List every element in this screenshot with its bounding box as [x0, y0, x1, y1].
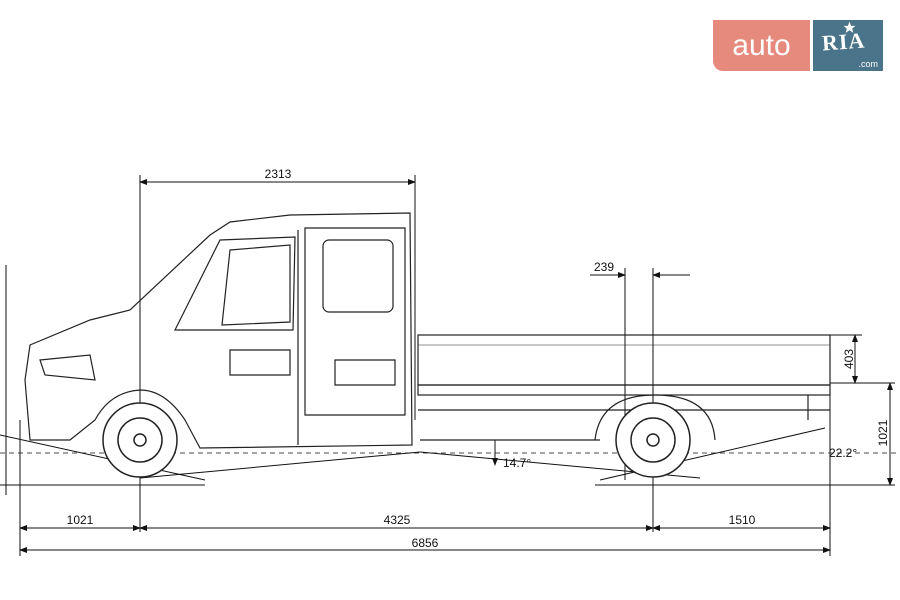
dim-side-height: 403 — [842, 349, 856, 369]
departure-angle: 22.2° — [829, 446, 857, 460]
logo-ria: RIA .com — [813, 20, 883, 71]
ramp-angle: 14.7° — [503, 456, 531, 470]
dim-total-length: 6856 — [412, 536, 439, 550]
truck-outline — [24, 212, 831, 449]
dim-front-overhang: 1021 — [67, 513, 94, 527]
dim-rear-overhang: 1510 — [729, 513, 756, 527]
dim-platform-height: 1021 — [876, 419, 890, 446]
dim-rear-offset: 239 — [594, 260, 614, 274]
logo-auto: auto — [713, 20, 810, 71]
dim-wheelbase: 4325 — [384, 513, 411, 527]
star-icon — [843, 21, 856, 33]
wheels — [102, 402, 691, 478]
autoria-logo: auto RIA .com — [713, 20, 883, 71]
dim-cab-length: 2313 — [265, 167, 292, 181]
logo-com-text: .com — [858, 59, 878, 69]
